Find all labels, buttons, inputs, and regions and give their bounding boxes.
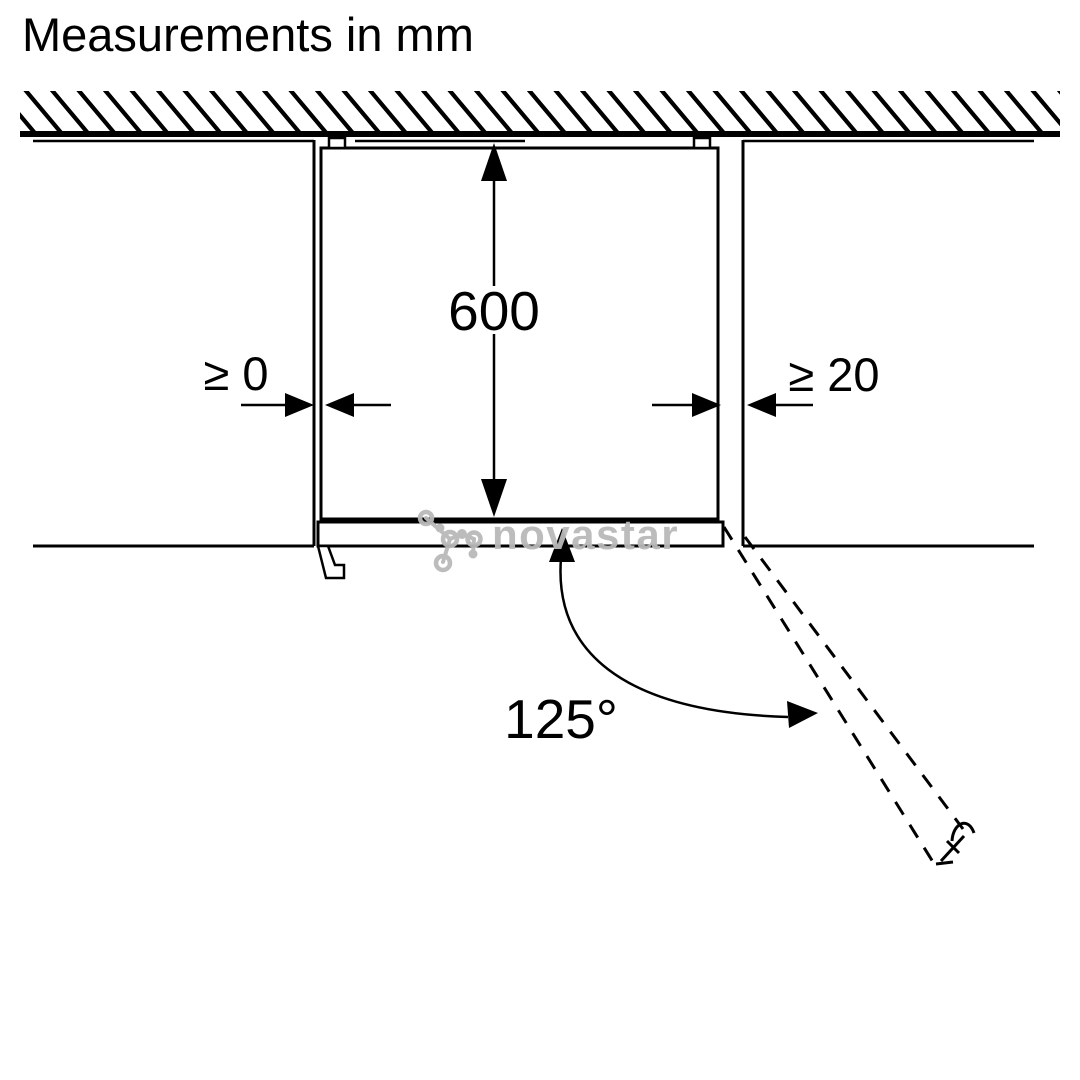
door-angle-label: 125°: [504, 688, 618, 750]
right-clearance-dimension: ≥ 20: [652, 348, 880, 417]
arrow-up-icon: [481, 143, 507, 181]
molecule-icon: [417, 509, 483, 573]
door-swing: 125°: [504, 526, 976, 871]
depth-dimension-label: 600: [448, 280, 540, 342]
arrow-left-icon: [325, 393, 354, 417]
watermark-text: novastar: [492, 511, 679, 558]
left-clearance-label: ≥ 0: [204, 347, 269, 400]
wall-hatching: [20, 91, 1060, 131]
door-swing-arc: [559, 557, 789, 719]
door-handle: [316, 544, 346, 580]
arrow-down-icon: [481, 479, 507, 517]
wall-surface-line: [20, 131, 1060, 137]
watermark: novastar: [417, 509, 679, 573]
arc-arrow-up-icon: [549, 528, 575, 562]
mounting-bracket-left: [327, 136, 347, 150]
right-wall: [741, 139, 1034, 548]
left-clearance-dimension: ≥ 0: [204, 347, 391, 417]
page-title: Measurements in mm: [22, 8, 474, 61]
mounting-bracket-right: [692, 136, 712, 150]
handle-hook-stroke: [950, 821, 976, 842]
arrow-left-icon: [747, 393, 776, 417]
handle-stroke: [945, 839, 961, 855]
right-clearance-label: ≥ 20: [788, 348, 879, 401]
open-door-handle: [935, 821, 976, 866]
appliance-outline: [319, 146, 720, 521]
arrow-right-icon: [692, 393, 721, 417]
handle-stroke: [935, 860, 954, 866]
open-door-outer-line: [722, 526, 940, 871]
depth-dimension: 600: [448, 143, 540, 517]
arc-arrow-end-icon: [787, 701, 818, 728]
appliance-body: [319, 136, 720, 521]
open-door-inner-line: [743, 536, 965, 830]
ceiling-wall: [20, 91, 1060, 143]
left-wall: [33, 139, 316, 548]
door-outline: [316, 520, 725, 548]
arrow-right-icon: [285, 393, 314, 417]
appliance-door-closed: [316, 520, 725, 580]
